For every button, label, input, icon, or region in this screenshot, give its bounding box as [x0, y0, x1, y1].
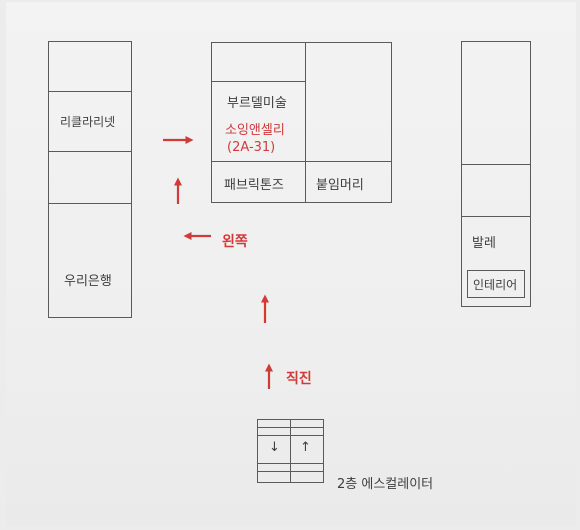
- center-building-block: [211, 42, 392, 203]
- store-label-붙임머리: 붙임머리: [316, 178, 364, 193]
- escalator-step-line: [257, 471, 324, 472]
- center-block-divider: [211, 161, 392, 162]
- direction-straight-label: 직진: [286, 371, 312, 387]
- store-label-리클라리넷: 리클라리넷: [60, 115, 116, 129]
- right-block-divider: [461, 164, 531, 165]
- target-store-code: (2A-31): [227, 140, 276, 155]
- left-building-block: [48, 41, 132, 318]
- escalator-step-line: [257, 463, 324, 464]
- escalator-label: 2층 에스컬레이터: [337, 477, 434, 492]
- right-block-divider: [461, 216, 531, 217]
- paper-background: [6, 2, 576, 526]
- left-block-divider: [48, 151, 132, 152]
- escalator-step-line: [257, 427, 324, 428]
- right-building-block: [461, 41, 531, 307]
- escalator-step-line: [257, 435, 324, 436]
- escalator-down-arrow-icon: ↓: [269, 440, 280, 455]
- center-block-divider: [305, 42, 306, 203]
- escalator-up-arrow-icon: ↑: [300, 440, 311, 455]
- left-block-divider: [48, 91, 132, 92]
- store-label-인테리어: 인테리어: [473, 278, 518, 292]
- direction-left-label: 왼쪽: [222, 234, 248, 250]
- center-block-divider: [211, 81, 306, 82]
- inner-store-box-인테리어: [467, 270, 525, 298]
- store-label-우리은행: 우리은행: [64, 274, 112, 289]
- store-label-패브릭톤즈: 패브릭톤즈: [224, 178, 284, 193]
- escalator-center-line: [290, 419, 291, 483]
- store-label-발레: 발레: [472, 236, 496, 251]
- left-block-divider: [48, 203, 132, 204]
- target-store-name: 소잉앤셀리: [225, 123, 285, 138]
- store-label-부르델미술: 부르델미술: [227, 96, 287, 111]
